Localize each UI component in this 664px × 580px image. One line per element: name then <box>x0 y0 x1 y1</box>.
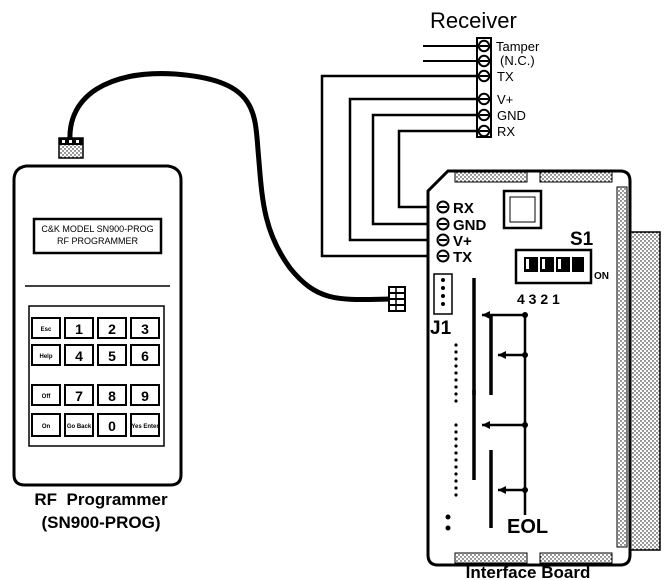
key-2[interactable]: 2 <box>97 317 127 339</box>
programmer-display: C&K MODEL SN900-PROG RF PROGRAMMER <box>32 217 163 255</box>
programmer-cable <box>67 71 393 303</box>
board-terminal-screw <box>436 200 450 214</box>
board-label-gnd: GND <box>453 217 487 234</box>
key-go-back[interactable]: Go Back <box>64 413 94 437</box>
key-off[interactable]: Off <box>31 384 61 406</box>
key-3[interactable]: 3 <box>130 317 160 339</box>
receiver-terminal-block <box>476 37 492 138</box>
display-line-1: C&K MODEL SN900-PROG <box>41 224 153 234</box>
key-5-label: 5 <box>108 348 116 364</box>
board-tab-top-right <box>539 171 613 183</box>
s1-label: S1 <box>570 229 594 250</box>
board-terminal-screw <box>436 249 450 263</box>
key-5[interactable]: 5 <box>97 344 127 366</box>
board-caption: Interface Board <box>466 563 591 580</box>
key-on-label: On <box>42 424 51 430</box>
board-label-rx: RX <box>453 200 474 217</box>
key-7-label: 7 <box>75 388 83 404</box>
key-8-label: 8 <box>108 388 116 404</box>
board-component-square <box>502 189 543 230</box>
board-dot-column <box>445 343 458 531</box>
board-label-vplus: V+ <box>453 233 472 250</box>
terminal-screw <box>477 54 491 68</box>
board-terminal-screw <box>436 233 450 247</box>
key-7[interactable]: 7 <box>64 384 94 406</box>
key-0-label: 0 <box>108 418 116 434</box>
receiver: Receiver Tamper (N.C.) TX V+ GND RX <box>423 8 540 139</box>
s1-position-numbers: 4 3 2 1 <box>517 291 560 307</box>
key-esc[interactable]: Esc <box>31 317 61 339</box>
s1-on-label: ON <box>594 271 609 282</box>
terminal-screw <box>477 69 491 83</box>
key-3-label: 3 <box>141 321 149 337</box>
key-9-label: 9 <box>141 388 149 404</box>
terminal-screw <box>477 92 491 106</box>
j1-header <box>433 273 453 315</box>
board-rail-right <box>616 186 628 548</box>
rf-programmer: C&K MODEL SN900-PROG RF PROGRAMMER Esc 1… <box>12 164 183 532</box>
key-yes-enter[interactable]: Yes Enter <box>130 413 160 437</box>
interconnect-wires <box>320 74 478 258</box>
key-0[interactable]: 0 <box>97 413 127 437</box>
receiver-label-vplus: V+ <box>497 92 513 107</box>
s1-dip-switch[interactable] <box>514 248 593 285</box>
interface-board: RX GND V+ TX S1 ON 4 3 2 1 <box>426 169 661 580</box>
terminal-screw <box>477 124 491 138</box>
eol-arrowheads <box>482 311 528 494</box>
key-on[interactable]: On <box>31 413 61 437</box>
key-6[interactable]: 6 <box>130 344 160 366</box>
wire-gnd <box>371 113 478 226</box>
key-9[interactable]: 9 <box>130 384 160 406</box>
key-1[interactable]: 1 <box>64 317 94 339</box>
receiver-label-nc: (N.C.) <box>500 53 535 68</box>
wire-rx <box>397 129 478 209</box>
receiver-label-rx: RX <box>497 124 515 139</box>
terminal-screw <box>477 108 491 122</box>
eol-network <box>472 278 527 528</box>
receiver-label-tx: TX <box>497 69 514 84</box>
receiver-label-tamper: Tamper <box>496 39 540 54</box>
key-4[interactable]: 4 <box>64 344 94 366</box>
key-help[interactable]: Help <box>31 344 61 366</box>
key-6-label: 6 <box>141 348 149 364</box>
board-tab-top-left <box>454 171 528 183</box>
display-line-2: RF PROGRAMMER <box>57 236 139 246</box>
receiver-label-gnd: GND <box>497 108 526 123</box>
programmer-caption-2: (SN900-PROG) <box>41 513 160 532</box>
key-8[interactable]: 8 <box>97 384 127 406</box>
key-1-label: 1 <box>75 321 83 337</box>
key-esc-label: Esc <box>41 327 52 333</box>
terminal-screw <box>477 39 491 53</box>
board-tab-bottom-right <box>539 552 613 564</box>
wire-tx <box>320 74 478 258</box>
programmer-cable-connector <box>58 137 84 159</box>
key-go-back-label: Go Back <box>67 424 92 430</box>
key-off-label: Off <box>42 394 52 400</box>
board-terminal-screw <box>436 217 450 231</box>
receiver-title: Receiver <box>430 8 517 33</box>
j1-plug <box>388 286 406 312</box>
key-4-label: 4 <box>75 348 83 364</box>
key-2-label: 2 <box>108 321 116 337</box>
key-yes-enter-label: Yes Enter <box>131 424 159 430</box>
board-tab-bottom-left <box>454 552 528 564</box>
j1-label: J1 <box>430 318 452 339</box>
board-label-tx: TX <box>453 249 472 266</box>
wire-vplus <box>348 97 478 242</box>
programmer-caption-1: RF Programmer <box>34 490 168 509</box>
key-help-label: Help <box>39 354 52 360</box>
eol-label: EOL <box>507 516 548 538</box>
